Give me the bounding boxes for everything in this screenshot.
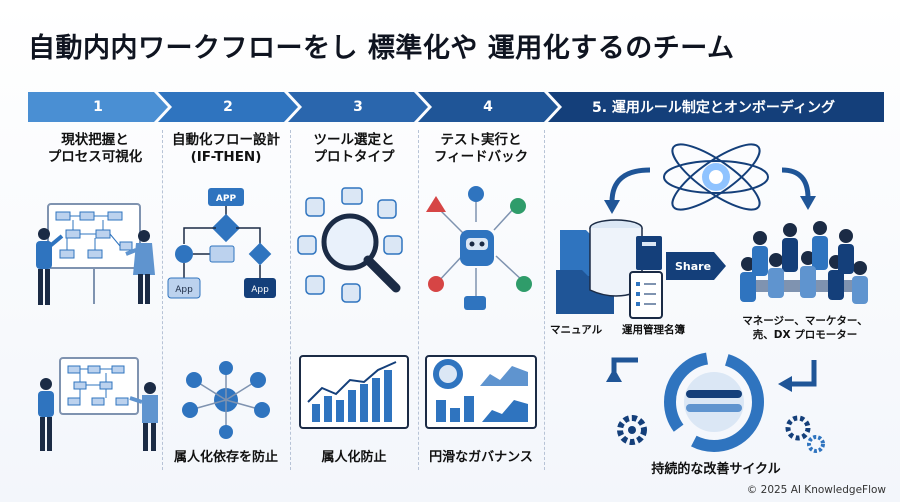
people-label-line1: マネージー、マーケター、 xyxy=(742,315,868,327)
orbit-core-icon xyxy=(663,143,769,211)
flow-app-left-label: App xyxy=(175,285,193,295)
share-label: Share xyxy=(675,259,712,273)
column-3-heading: ツール選定と プロトタイプ xyxy=(292,132,416,166)
if-then-flowchart: APP App App xyxy=(167,188,276,299)
step-4: 4 xyxy=(418,92,558,122)
column-2: 自動化フロー設計 (IF-THEN) APP App App 属人化依存を防止 xyxy=(164,128,288,478)
flow-app-top-label: APP xyxy=(216,194,237,204)
team-meeting-illustration xyxy=(740,221,868,304)
step-5-label: 5. 運用ルール制定とオンボーディング xyxy=(592,100,835,116)
divider xyxy=(162,130,163,470)
column-4-heading-line2: フィードバック xyxy=(433,149,529,165)
people-label: マネージー、マーケター、 売、DX プロモーター xyxy=(730,314,880,342)
whiteboard-people-illustration xyxy=(36,203,155,305)
documents-illustration xyxy=(556,219,663,319)
stage-5-panel: Share マニュアル 運用管理名簿 マネージー、マーケター、 売、DX プロモ… xyxy=(546,128,886,478)
column-4-heading: テスト実行と フィードバック xyxy=(420,132,542,166)
step-1-label: 1 xyxy=(93,99,103,115)
step-2-label: 2 xyxy=(223,99,233,115)
column-4-caption: 円滑なガバナンス xyxy=(429,450,533,465)
column-2-heading: 自動化フロー設計 (IF-THEN) xyxy=(164,132,288,166)
step-5: 5. 運用ルール制定とオンボーディング xyxy=(548,92,884,122)
column-3-heading-line2: プロトタイプ xyxy=(313,149,395,165)
step-3-label: 3 xyxy=(353,99,363,115)
divider xyxy=(290,130,291,470)
people-label-line2: 売、DX プロモーター xyxy=(752,329,858,341)
registry-label: 運用管理名簿 xyxy=(622,324,685,336)
step-2: 2 xyxy=(158,92,298,122)
column-2-heading-line1: 自動化フロー設計 xyxy=(172,132,280,148)
column-1: 現状把握と プロセス可視化 xyxy=(30,128,160,478)
connected-nodes-icon xyxy=(182,361,270,439)
flow-arrows xyxy=(604,167,816,214)
manual-label: マニュアル xyxy=(550,324,603,336)
cycle-caption: 持続的な改善サイクル xyxy=(651,462,781,477)
dashboard-illustration xyxy=(425,355,537,429)
page-title: 自動内内ワークフローをし 標準化や 運用化するのチーム xyxy=(28,33,735,64)
magnifier-tools-illustration xyxy=(297,187,403,303)
share-arrow: Share xyxy=(666,252,726,280)
column-1-heading-line2: プロセス可視化 xyxy=(47,149,143,165)
step-bar: 1 2 3 4 5. 運用ルール制定とオンボーディング xyxy=(0,92,900,122)
test-feedback-illustration xyxy=(426,186,532,310)
column-2-heading-line2: (IF-THEN) xyxy=(190,149,262,165)
column-4: テスト実行と フィードバック 円滑なガバナンス xyxy=(420,128,542,478)
copyright: © 2025 AI KnowledgeFlow xyxy=(746,484,886,496)
column-2-caption: 属人化依存を防止 xyxy=(173,450,278,465)
divider xyxy=(418,130,419,470)
step-3: 3 xyxy=(288,92,428,122)
planning-board-illustration xyxy=(38,357,158,451)
improvement-cycle-illustration xyxy=(606,352,825,453)
rising-chart-illustration xyxy=(299,355,409,429)
column-3: ツール選定と プロトタイプ 属人化防止 xyxy=(292,128,416,478)
column-3-heading-line1: ツール選定と xyxy=(313,132,395,148)
step-4-label: 4 xyxy=(483,99,493,115)
column-4-heading-line1: テスト実行と xyxy=(440,132,522,148)
step-1: 1 xyxy=(28,92,168,122)
column-1-heading: 現状把握と プロセス可視化 xyxy=(30,132,160,166)
flow-app-right-label: App xyxy=(251,285,269,295)
divider xyxy=(544,130,545,470)
column-3-caption: 属人化防止 xyxy=(321,450,387,465)
column-1-heading-line1: 現状把握と xyxy=(61,132,129,148)
